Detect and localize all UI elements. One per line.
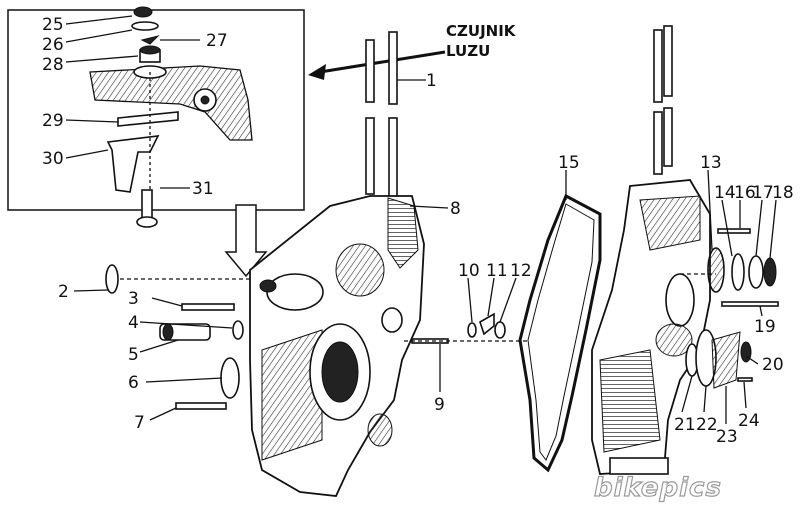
right-small-parts [680,228,779,389]
label-30: 30 [42,149,64,169]
label-1: 1 [426,71,437,91]
label-6: 6 [128,373,139,393]
label-20: 20 [762,355,784,375]
label-13: 13 [700,153,722,173]
label-22: 22 [696,415,718,435]
callout-arrow [308,50,446,80]
leader-lines [73,79,777,424]
label-15: 15 [558,153,580,173]
label-3: 3 [128,289,139,309]
label-7: 7 [134,413,145,433]
label-27: 27 [206,31,228,51]
label-29: 29 [42,111,64,131]
left-crankcase [249,195,425,497]
label-14: 14 [714,183,736,203]
watermark: bikepics [594,473,722,503]
right-crankcase [591,179,711,475]
detail-inset [7,6,305,228]
label-18: 18 [772,183,794,203]
label-10: 10 [458,261,480,281]
label-11: 11 [486,261,508,281]
label-5: 5 [128,345,139,365]
label-19: 19 [754,317,776,337]
label-17: 17 [752,183,774,203]
callout-line1: CZUJNIK [446,22,517,40]
label-21: 21 [674,415,696,435]
label-31: 31 [192,179,214,199]
middle-small-parts [404,312,530,344]
label-16: 16 [734,183,756,203]
label-26: 26 [42,35,64,55]
label-4: 4 [128,313,139,333]
studs-part-1 [365,25,673,199]
label-24: 24 [738,411,760,431]
label-8: 8 [450,199,461,219]
label-23: 23 [716,427,738,447]
label-12: 12 [510,261,532,281]
left-small-parts [105,264,250,410]
label-2: 2 [58,282,69,302]
label-28: 28 [42,55,64,75]
label-9: 9 [434,395,445,415]
callout-line2: LUZU [446,42,490,60]
transfer-arrow [224,204,268,278]
gasket-part-15 [518,193,602,473]
label-25: 25 [42,15,64,35]
